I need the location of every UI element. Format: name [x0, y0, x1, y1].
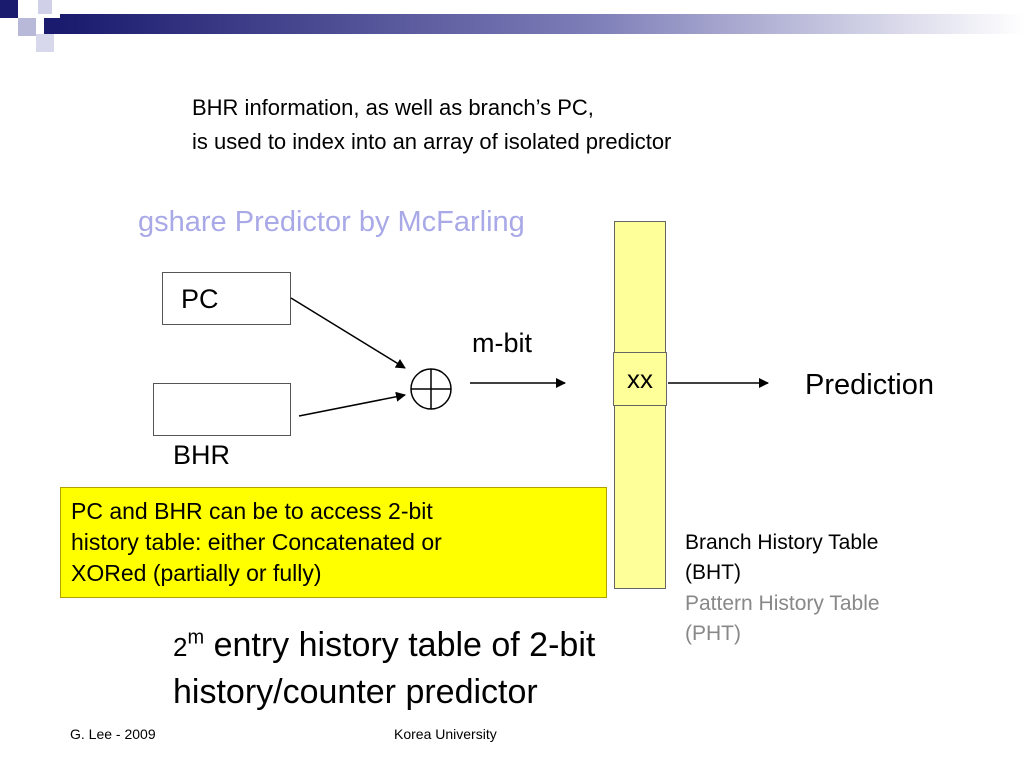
bht-label-line-1: Branch History Table: [685, 531, 879, 554]
header-square-light: [18, 18, 36, 36]
bht-label-line-2: (BHT): [685, 561, 741, 584]
header-square-dark: [44, 18, 60, 34]
mbit-label: m-bit: [472, 328, 532, 358]
pht-label-line-2: (PHT): [685, 622, 741, 645]
footer-author: G. Lee - 2009: [70, 726, 156, 742]
pc-box: PC: [162, 272, 291, 325]
power-base: 2: [173, 632, 188, 662]
bhr-box: [153, 383, 291, 436]
pc-label: PC: [181, 284, 219, 314]
power-exponent: m: [187, 626, 205, 649]
bhr-label: BHR: [173, 440, 231, 470]
header-square-light: [38, 0, 52, 14]
table-entry-cell: xx: [613, 352, 667, 406]
bhr-arrow: [298, 391, 406, 417]
header-gradient-bar: [0, 0, 1024, 52]
footer-institution: Korea University: [394, 726, 497, 742]
access-method-note: PC and BHR can be to access 2-bit histor…: [60, 487, 607, 598]
header-square-light: [36, 34, 54, 52]
caption-line-1: BHR information, as well as branch’s PC,: [192, 95, 594, 120]
slide-title: gshare Predictor by McFarling: [138, 206, 525, 238]
xor-icon: [410, 368, 452, 410]
caption-line-2: is used to index into an array of isolat…: [192, 129, 672, 154]
header-square-dark: [0, 0, 18, 18]
caption-rest: entry history table of 2-bit: [204, 626, 596, 664]
history-table-caption-line-2: history/counter predictor: [173, 673, 538, 711]
prediction-label: Prediction: [805, 369, 934, 401]
pht-label-line-1: Pattern History Table: [685, 592, 880, 615]
history-table-caption-line-1: 2m entry history table of 2-bit: [173, 626, 595, 665]
pc-arrow: [290, 297, 406, 369]
